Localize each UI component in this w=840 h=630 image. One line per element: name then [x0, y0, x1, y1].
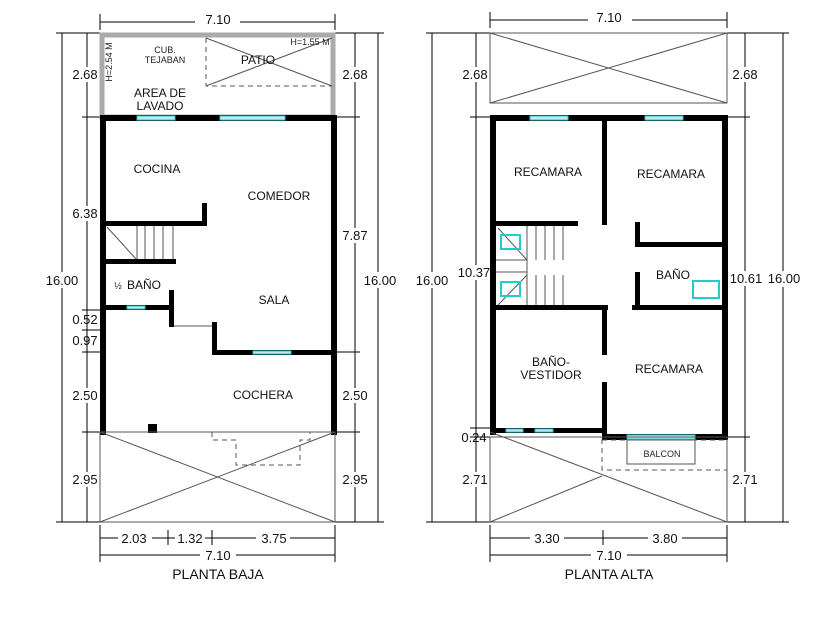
room-label: BAÑO	[127, 278, 161, 292]
room-label: BALCON	[643, 449, 680, 459]
dim-label: 2.95	[342, 472, 367, 487]
dim-label: 2.71	[462, 472, 487, 487]
plan-title: PLANTA ALTA	[565, 566, 654, 582]
room-label: AREA DE	[134, 86, 186, 100]
dim-right: 2.68 10.61 2.71 16.00	[727, 32, 803, 523]
dim-label: 2.95	[72, 472, 97, 487]
room-label: RECAMARA	[514, 165, 582, 179]
dim-label: 16.00	[364, 273, 397, 288]
dim-label: 16.00	[416, 273, 449, 288]
dim-label: 3.30	[534, 531, 559, 546]
dim-top: 7.10	[99, 12, 336, 30]
dim-top: 7.10	[489, 10, 728, 28]
dim-label: 3.80	[652, 531, 677, 546]
room-label: LAVADO	[137, 99, 184, 113]
dim-label: 2.68	[462, 67, 487, 82]
walls	[490, 115, 728, 440]
dim-label: 7.10	[596, 10, 621, 25]
room-label: RECAMARA	[637, 167, 705, 181]
dim-label: 16.00	[46, 273, 79, 288]
room-label: SALA	[259, 293, 290, 307]
height-note: H=2.54 M	[104, 42, 114, 81]
dim-right: 2.68 7.87 2.50 2.95 16.00	[335, 32, 398, 523]
room-label: ½	[114, 281, 122, 291]
plan-title: PLANTA BAJA	[172, 566, 264, 582]
dim-label: 10.61	[730, 271, 763, 286]
dim-label: 2.68	[732, 67, 757, 82]
room-label: VESTIDOR	[520, 368, 582, 382]
dim-label: 0.24	[461, 430, 486, 445]
dim-label: 3.75	[261, 531, 286, 546]
skylight-icon	[692, 280, 720, 299]
room-label: RECAMARA	[635, 362, 703, 376]
room-labels: RECAMARA RECAMARA BAÑO BAÑO- VESTIDOR RE…	[514, 165, 705, 459]
room-label: BAÑO-	[532, 355, 570, 369]
below-level	[489, 431, 728, 523]
dim-bottom: 3.30 3.80 7.10 PLANTA ALTA	[489, 525, 728, 582]
dim-label: 7.10	[596, 548, 621, 563]
dim-label: 7.87	[342, 228, 367, 243]
roof-below	[489, 32, 728, 104]
dim-label: 2.50	[342, 388, 367, 403]
dim-label: 6.38	[72, 206, 97, 221]
height-note: H=1.55 M	[290, 37, 329, 47]
planta-baja: 7.10 16.00 2.68 6.38 0.52 0.97 2.50 2.95	[44, 12, 398, 582]
skylight-icon	[500, 234, 521, 250]
room-label: COCHERA	[233, 388, 293, 402]
room-label: BAÑO	[656, 268, 690, 282]
patio-area: CUB. TEJABAN PATIO H=1.55 M H=2.54 M ARE…	[99, 32, 336, 120]
dim-label: 16.00	[768, 271, 801, 286]
skylight-icon	[500, 281, 521, 297]
dim-label: 2.68	[342, 67, 367, 82]
dim-label: 2.03	[121, 531, 146, 546]
dim-left: 16.00 2.68 6.38 0.52 0.97 2.50 2.95	[44, 32, 100, 523]
dim-label: 7.10	[205, 548, 230, 563]
room-label: CUB.	[154, 45, 176, 55]
room-label: TEJABAN	[145, 55, 186, 65]
cochera-front	[99, 431, 336, 523]
room-label: PATIO	[241, 53, 275, 67]
dim-label: 0.97	[72, 333, 97, 348]
planta-alta: 7.10 16.00 2.68 10.37 0.24 2.71	[414, 10, 803, 582]
room-label: COCINA	[134, 162, 181, 176]
dim-label: 2.71	[732, 472, 757, 487]
stairs	[496, 226, 564, 306]
dim-label: 10.37	[458, 265, 491, 280]
dim-label: 7.10	[205, 12, 230, 27]
room-label: COMEDOR	[248, 189, 311, 203]
room-labels: COCINA COMEDOR ½ BAÑO SALA COCHERA	[114, 162, 310, 402]
dim-left: 16.00 2.68 10.37 0.24 2.71	[414, 32, 492, 523]
dim-label: 0.52	[72, 312, 97, 327]
dim-label: 2.68	[72, 67, 97, 82]
stairs	[106, 226, 174, 260]
dim-label: 2.50	[72, 388, 97, 403]
fixtures	[500, 234, 720, 299]
dim-label: 1.32	[177, 531, 202, 546]
dim-bottom: 2.03 1.32 3.75 7.10 PLANTA BAJA	[99, 525, 336, 582]
windows	[126, 115, 292, 355]
